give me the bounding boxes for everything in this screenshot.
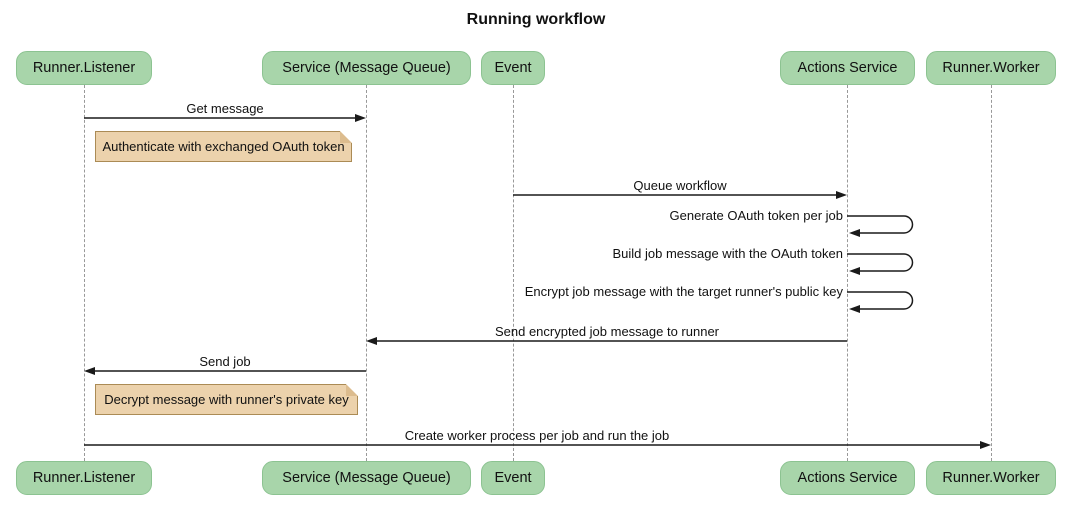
arrowhead-right-icon bbox=[355, 114, 366, 122]
arrowhead-left-icon bbox=[84, 367, 95, 375]
lifeline-actions-service bbox=[847, 85, 848, 461]
participant-label: Actions Service bbox=[797, 470, 898, 486]
diagram-title: Running workflow bbox=[466, 11, 606, 28]
message-label-generate-token: Generate OAuth token per job bbox=[669, 208, 843, 223]
note-authenticate: Authenticate with exchanged OAuth token bbox=[95, 131, 352, 162]
participant-label: Runner.Worker bbox=[942, 470, 1040, 486]
lifeline-runner-worker bbox=[991, 85, 992, 461]
participant-box-actions-service-bottom: Actions Service bbox=[780, 461, 915, 495]
participant-label: Runner.Listener bbox=[32, 470, 136, 486]
message-label-encrypt-message: Encrypt job message with the target runn… bbox=[524, 284, 843, 299]
participant-label: Runner.Worker bbox=[942, 60, 1040, 76]
arrowhead-left-icon bbox=[366, 337, 377, 345]
message-label-queue-workflow: Queue workflow bbox=[633, 178, 727, 193]
self-loop-generate-token bbox=[847, 215, 914, 237]
participant-label: Event bbox=[494, 60, 532, 76]
participant-label: Actions Service bbox=[797, 60, 898, 76]
participant-box-service-mq-top: Service (Message Queue) bbox=[262, 51, 471, 85]
note-text: Authenticate with exchanged OAuth token bbox=[102, 139, 345, 154]
self-loop-line bbox=[847, 215, 914, 234]
arrowhead-left-icon bbox=[849, 229, 860, 237]
note-decrypt: Decrypt message with runner's private ke… bbox=[95, 384, 358, 415]
participant-box-runner-listener-bottom: Runner.Listener bbox=[16, 461, 152, 495]
message-label-get-message: Get message bbox=[186, 101, 264, 116]
participant-label: Service (Message Queue) bbox=[282, 60, 451, 76]
self-loop-line bbox=[847, 253, 914, 272]
arrowhead-right-icon bbox=[836, 191, 847, 199]
participant-box-event-bottom: Event bbox=[481, 461, 545, 495]
self-loop-build-message bbox=[847, 253, 914, 275]
lifeline-runner-listener bbox=[84, 85, 85, 461]
participant-box-actions-service-top: Actions Service bbox=[780, 51, 915, 85]
lifeline-service-mq bbox=[366, 85, 367, 461]
participant-box-runner-worker-bottom: Runner.Worker bbox=[926, 461, 1056, 495]
note-text: Decrypt message with runner's private ke… bbox=[104, 392, 349, 407]
lifeline-event bbox=[513, 85, 514, 461]
arrowhead-left-icon bbox=[849, 305, 860, 313]
participant-label: Event bbox=[494, 470, 532, 486]
participant-box-runner-listener-top: Runner.Listener bbox=[16, 51, 152, 85]
participant-label: Service (Message Queue) bbox=[282, 470, 451, 486]
message-label-send-encrypted: Send encrypted job message to runner bbox=[494, 324, 720, 339]
participant-box-event-top: Event bbox=[481, 51, 545, 85]
self-loop-line bbox=[847, 291, 914, 310]
arrowhead-left-icon bbox=[849, 267, 860, 275]
message-label-create-worker: Create worker process per job and run th… bbox=[404, 428, 670, 443]
participant-label: Runner.Listener bbox=[32, 60, 136, 76]
arrowhead-right-icon bbox=[980, 441, 991, 449]
message-label-build-message: Build job message with the OAuth token bbox=[612, 246, 843, 261]
participant-box-runner-worker-top: Runner.Worker bbox=[926, 51, 1056, 85]
message-label-send-job: Send job bbox=[199, 354, 251, 369]
self-loop-encrypt-message bbox=[847, 291, 914, 313]
participant-box-service-mq-bottom: Service (Message Queue) bbox=[262, 461, 471, 495]
